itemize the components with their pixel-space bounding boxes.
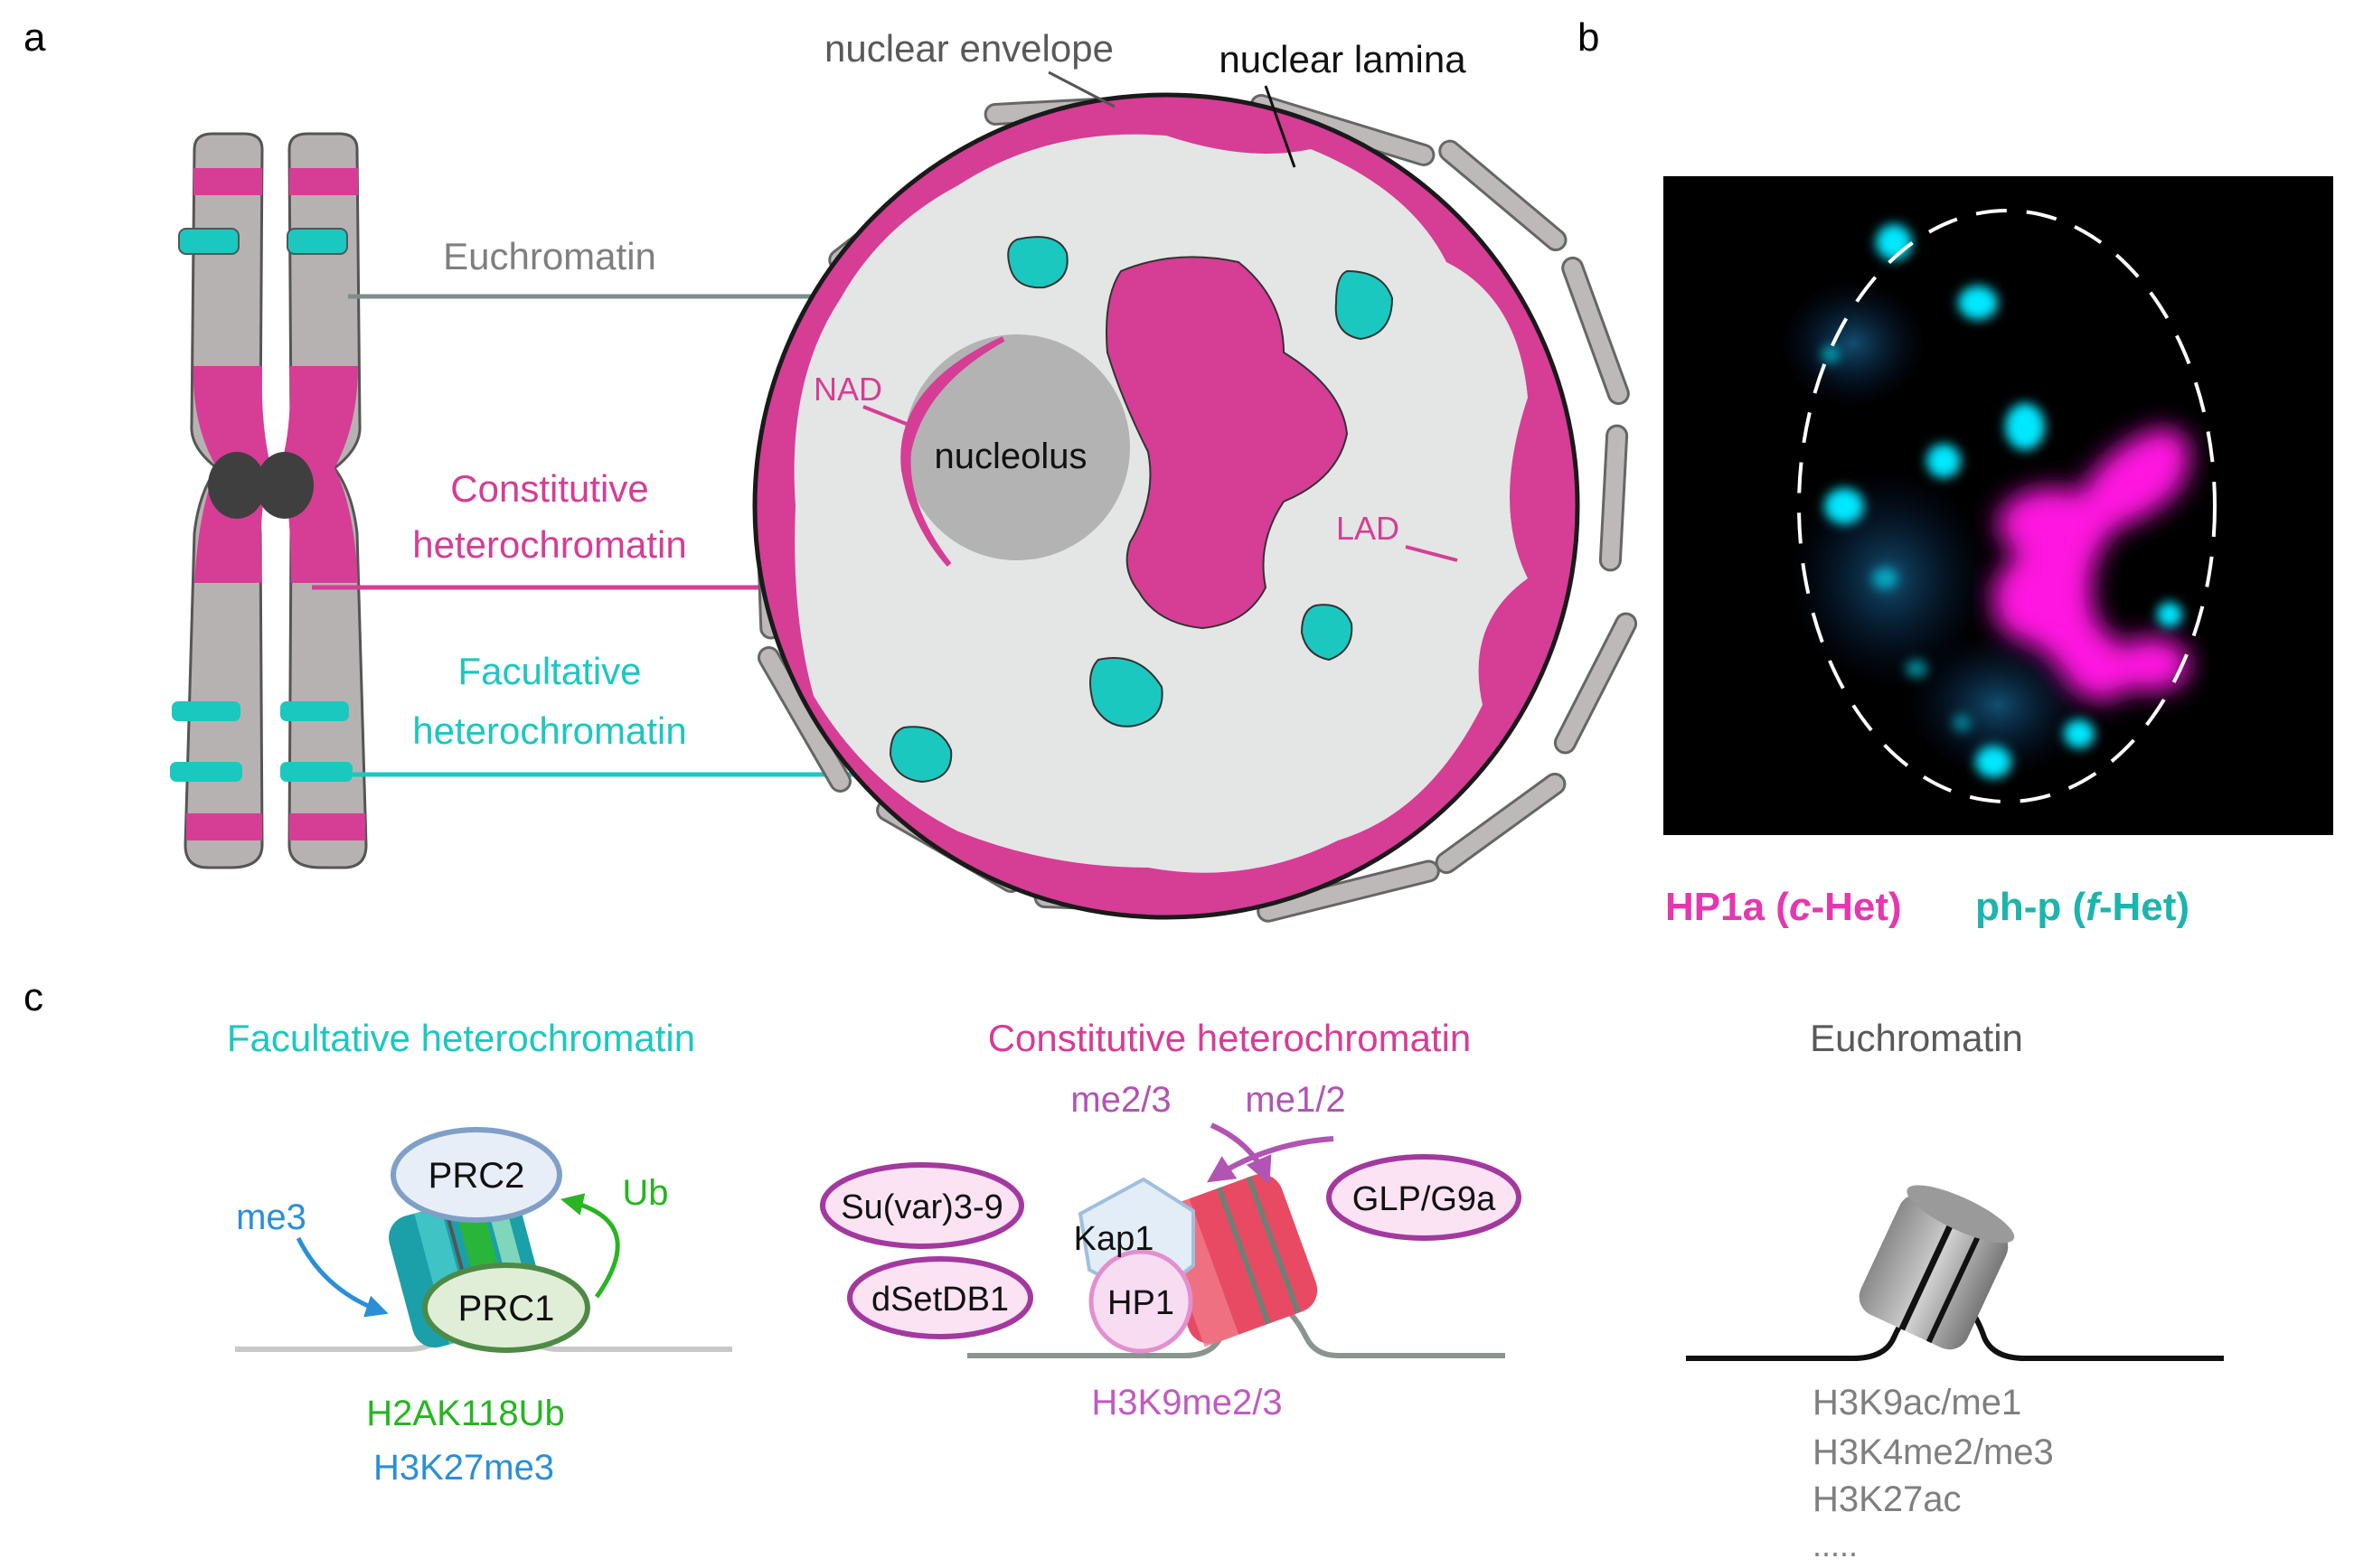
facultative-title: Facultative heterochromatin bbox=[227, 1017, 695, 1059]
legend-het-c: -Het) bbox=[1811, 885, 1901, 929]
constitutive-nucleosome bbox=[820, 1122, 1521, 1358]
facultative-nucleosome bbox=[235, 1127, 732, 1353]
legend-hp1a: HP1a (c-Het) bbox=[1665, 885, 1902, 929]
eu-mark-1: H3K9ac/me1 bbox=[1813, 1383, 2021, 1422]
suvar-label: Su(var)3-9 bbox=[841, 1188, 1003, 1226]
hp1-circle bbox=[1088, 1249, 1193, 1354]
hp1-label: HP1 bbox=[1107, 1284, 1174, 1322]
euchromatin-nucleosome bbox=[1686, 1185, 2224, 1361]
constitutive-label-line1: Constitutive bbox=[450, 467, 648, 510]
nuclear-lamina-label: nuclear lamina bbox=[1219, 38, 1466, 80]
suvar-ellipse bbox=[820, 1162, 1024, 1249]
eu-mark-3: H3K27ac bbox=[1813, 1479, 1962, 1519]
legend-php-text: ph-p ( bbox=[1975, 885, 2086, 929]
panel-a-label: a bbox=[24, 15, 46, 60]
nucleolus-label: nucleolus bbox=[934, 437, 1087, 476]
panel-c-label: c bbox=[24, 975, 43, 1019]
h3k9me23-label: H3K9me2/3 bbox=[1091, 1383, 1282, 1422]
euchromatin-label: Euchromatin bbox=[443, 235, 656, 277]
glp-ellipse bbox=[1326, 1154, 1521, 1241]
me23-label: me2/3 bbox=[1070, 1080, 1171, 1120]
dsetdb1-label: dSetDB1 bbox=[871, 1281, 1009, 1319]
ub-label: Ub bbox=[622, 1173, 668, 1213]
facultative-label-line2: heterochromatin bbox=[412, 709, 687, 752]
prc2-ellipse bbox=[391, 1127, 562, 1223]
dsetdb1-ellipse bbox=[847, 1256, 1033, 1339]
eu-mark-2: H3K4me2/me3 bbox=[1813, 1432, 2054, 1472]
nucleus bbox=[752, 92, 1638, 923]
microscopy-image bbox=[1663, 176, 2333, 835]
legend-c: c bbox=[1789, 885, 1811, 929]
h2ak118ub-label: H2AK118Ub bbox=[366, 1394, 564, 1433]
lad-label: LAD bbox=[1336, 510, 1399, 547]
kap1-label: Kap1 bbox=[1074, 1220, 1154, 1258]
legend-f: f bbox=[2086, 885, 2103, 929]
nuclear-envelope-label: nuclear envelope bbox=[824, 27, 1114, 70]
euchromatin-title: Euchromatin bbox=[1810, 1017, 2023, 1059]
legend-php: ph-p (f-Het) bbox=[1975, 885, 2189, 929]
me3-label: me3 bbox=[236, 1197, 306, 1237]
eu-mark-4: ..... bbox=[1813, 1526, 1858, 1563]
facultative-label-line1: Facultative bbox=[457, 650, 641, 692]
prc2-label: PRC2 bbox=[428, 1156, 525, 1196]
prc1-label: PRC1 bbox=[458, 1289, 555, 1329]
nad-label: NAD bbox=[814, 371, 882, 408]
chromosome bbox=[170, 132, 368, 869]
glp-label: GLP/G9a bbox=[1352, 1180, 1496, 1218]
me12-label: me1/2 bbox=[1245, 1080, 1345, 1120]
prc1-ellipse bbox=[422, 1263, 590, 1353]
legend-hp1a-text: HP1a ( bbox=[1665, 885, 1789, 929]
constitutive-title: Constitutive heterochromatin bbox=[988, 1017, 1472, 1059]
h3k27me3-label: H3K27me3 bbox=[373, 1448, 554, 1488]
panel-b-label: b bbox=[1577, 15, 1599, 60]
legend-het-f: -Het) bbox=[2099, 885, 2189, 929]
constitutive-label-line2: heterochromatin bbox=[412, 523, 687, 566]
